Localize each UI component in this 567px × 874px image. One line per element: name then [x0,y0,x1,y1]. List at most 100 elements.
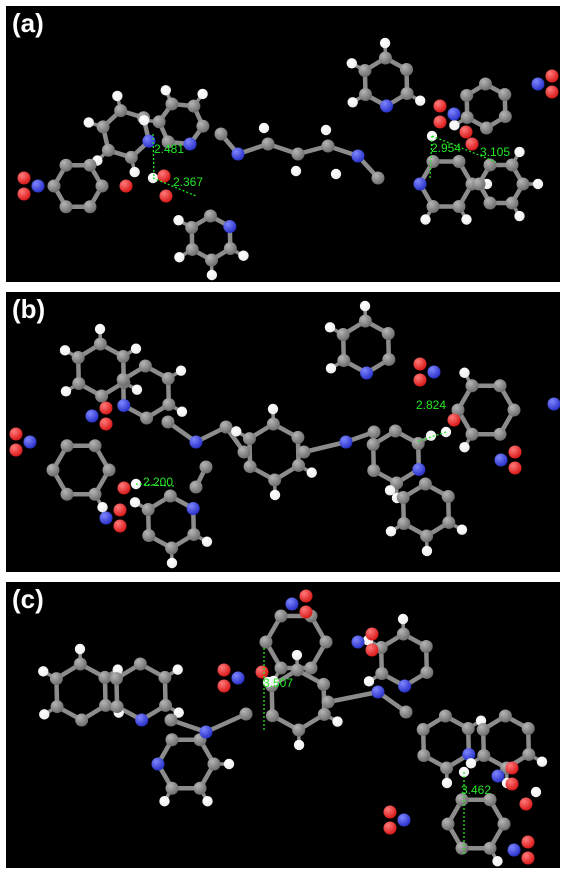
carbon-atom [140,411,154,425]
carbon-atom [396,491,410,505]
hydrogen-atom [347,97,358,108]
nitrogen-atom [531,77,545,91]
hydrogen-atom [514,146,525,158]
carbon-atom [163,489,177,503]
carbon-atom [49,672,63,686]
oxygen-atom [521,851,535,865]
carbon-atom [116,349,130,363]
carbon-atom [493,379,507,393]
carbon-atom [516,177,530,191]
oxygen-atom [383,821,397,835]
carbon-atom [165,781,179,795]
carbon-atom [268,473,282,487]
carbon-atom [189,480,203,494]
nitrogen-atom [189,435,203,449]
hydrogen-atom [449,120,460,131]
carbon-atom [460,88,474,102]
carbon-atom [161,135,175,149]
hydrogen-atom [129,497,141,508]
hydrogen-atom [267,403,279,415]
oxygen-atom [9,427,23,441]
nitrogen-atom [151,757,165,771]
distance-label: 2.824 [416,398,446,412]
hydrogen-atom [262,676,274,688]
oxygen-atom [545,69,559,83]
distance-label: 2.367 [173,175,203,189]
oxygen-atom [459,125,473,139]
oxygen-atom [365,643,379,657]
nitrogen-atom [231,147,245,161]
carbon-atom [460,110,474,124]
hydrogen-bonds [152,133,497,197]
hydrogen-bond-line [431,135,497,163]
carbon-atom [47,179,61,193]
carbon-atom [95,179,109,193]
oxygen-atom [217,679,231,693]
nitrogen-atom [285,597,299,611]
carbon-atom [141,503,155,517]
hydrogen-atom [330,168,342,180]
carbon-atom [95,389,109,403]
panel-label-b: (b) [12,294,46,324]
nitrogen-atom [142,134,156,148]
nitrogen-atom [547,397,560,411]
nitrogen-atom [413,177,427,191]
atoms [9,300,560,569]
carbon-atom [193,781,207,795]
oxygen-atom [519,797,533,811]
carbon-atom [440,761,454,775]
carbon-atom [505,196,519,210]
nitrogen-atom [371,685,385,699]
nitrogen-atom [397,813,411,827]
oxygen-atom [159,189,173,203]
carbon-atom [88,439,102,453]
nitrogen-atom [223,220,237,234]
carbon-atom [367,425,381,439]
carbon-atom [493,427,507,441]
oxygen-atom [365,627,379,641]
carbon-atom [185,242,199,256]
hydrogen-atom [38,666,49,677]
carbon-atom [321,139,335,153]
panel-label-c: (c) [12,584,44,614]
hydrogen-bond-line [152,133,155,179]
carbon-atom [483,158,497,172]
nitrogen-atom [398,679,412,693]
oxygen-atom [521,835,535,849]
hydrogen-atom [363,676,375,687]
carbon-atom [290,663,304,677]
hydrogen-atom [320,124,332,136]
carbon-atom [483,196,497,210]
carbon-atom [73,657,87,671]
carbon-atom [114,104,128,118]
carbon-atom [505,158,519,172]
oxygen-atom [119,179,133,193]
carbon-atom [304,661,318,675]
nitrogen-atom [199,725,213,739]
hydrogen-atom [385,526,397,537]
carbon-atom [161,371,175,385]
distance-label: 3.105 [480,145,510,159]
carbon-atom [358,63,372,77]
hydrogen-atom [59,345,71,356]
carbon-atom [142,529,156,543]
nitrogen-atom [351,635,365,649]
oxygen-atom [465,137,479,151]
carbon-atom [292,458,306,472]
carbon-atom [102,463,116,477]
hydrogen-atom [39,709,50,720]
hydrogen-atom [258,122,270,134]
carbon-atom [223,242,237,256]
hydrogen-atom [536,756,548,767]
carbon-atom [452,154,466,168]
hydrogen-atom [459,367,470,378]
oxygen-atom [99,417,113,431]
carbon-atom [110,700,124,714]
carbon-atom [521,721,535,735]
carbon-atom [336,328,350,342]
carbon-atom [472,177,486,191]
hydrogen-atom [397,613,409,625]
